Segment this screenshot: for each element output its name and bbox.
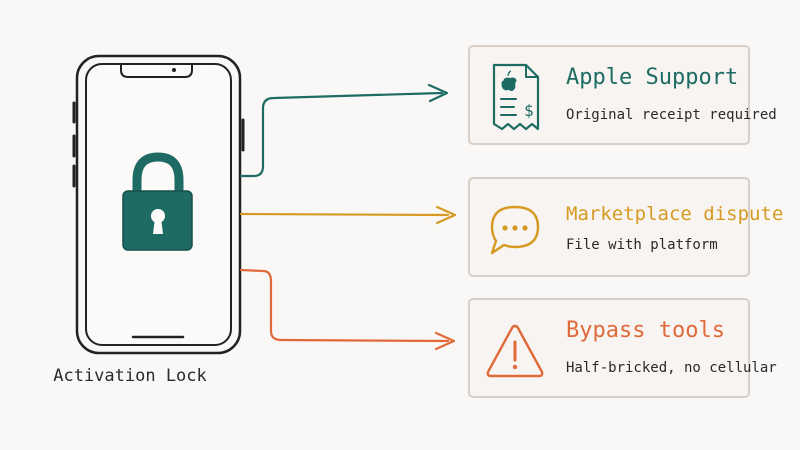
warning-icon [486, 324, 544, 378]
phone-camera [172, 68, 176, 72]
option-card-apple-support: $ Apple Support Original receipt require… [468, 45, 777, 145]
padlock-icon [122, 152, 193, 251]
phone-notch [120, 64, 193, 78]
option-card-bypass-tools: Bypass tools Half-bricked, no cellular [468, 298, 777, 398]
phone-label: Activation Lock [53, 366, 207, 386]
option-card-marketplace-dispute: Marketplace dispute File with platform [468, 177, 784, 277]
svg-text:$: $ [524, 101, 534, 120]
arrow-to-bypass-tools [239, 268, 456, 351]
chat-bubble-icon [490, 205, 540, 255]
option-title-marketplace-dispute: Marketplace dispute [566, 203, 784, 225]
arrow-to-apple-support [239, 83, 449, 178]
option-subtitle-bypass-tools: Half-bricked, no cellular [566, 360, 777, 376]
option-subtitle-apple-support: Original receipt required [566, 107, 777, 123]
phone-outline [75, 54, 242, 355]
arrow-to-marketplace-dispute [239, 205, 457, 225]
receipt-icon: $ [492, 63, 540, 131]
option-title-bypass-tools: Bypass tools [566, 318, 725, 343]
option-title-apple-support: Apple Support [566, 65, 739, 90]
option-subtitle-marketplace-dispute: File with platform [566, 237, 718, 253]
